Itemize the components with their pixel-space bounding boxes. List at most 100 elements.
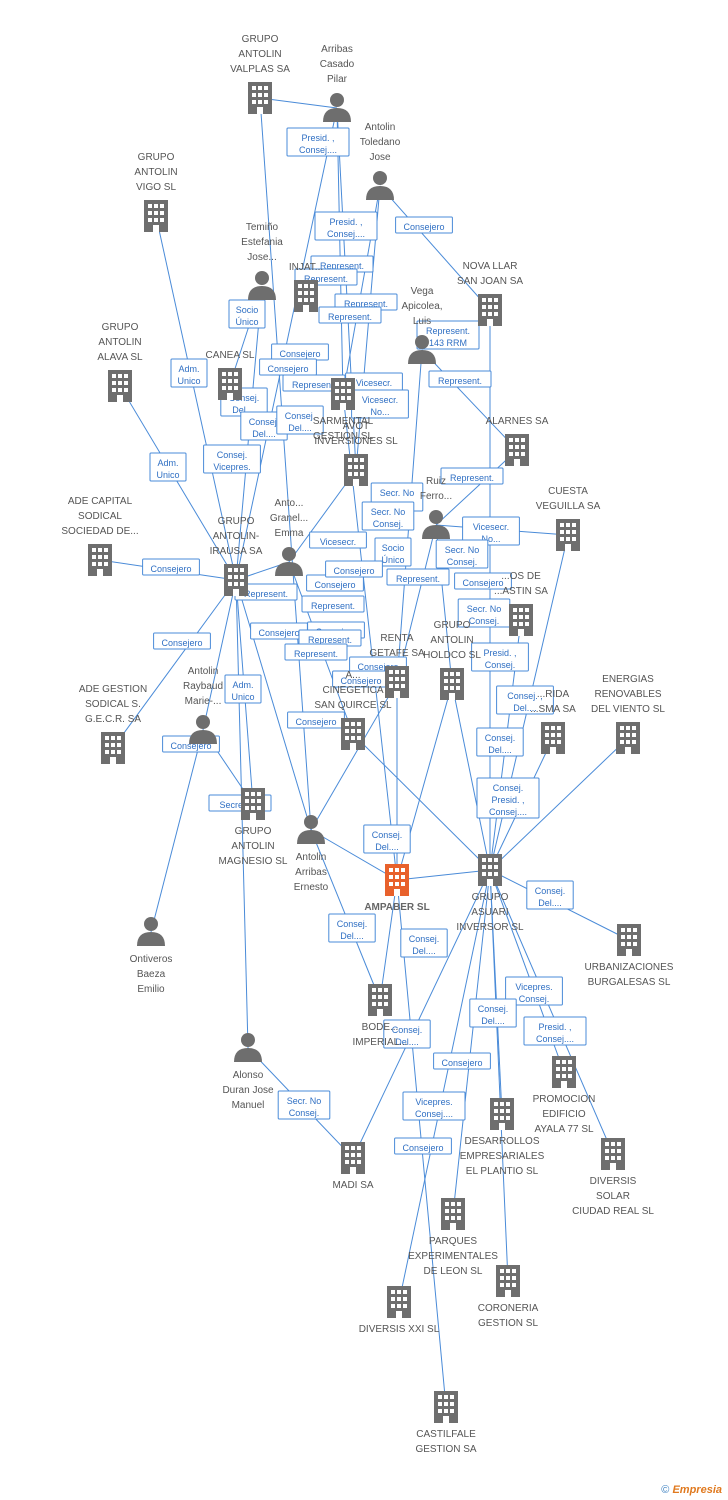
relationship-label[interactable]: Represent. (440, 467, 504, 485)
relationship-label[interactable]: Consej.Presid. ,Consej.... (476, 777, 540, 819)
relationship-label[interactable]: Consej.Del.... (476, 727, 524, 757)
person-node[interactable]: Anto...Granel...Emma (270, 498, 308, 576)
person-node[interactable]: TemiñoEstefaniaJose... (241, 222, 283, 300)
relationship-label-text: Del.... (513, 703, 537, 713)
company-node[interactable]: DIVERSIS XXI SL (359, 1286, 440, 1335)
relationship-label[interactable]: Consej.Del.... (469, 998, 517, 1028)
company-node[interactable]: BODE...IMPERIAL... (352, 984, 408, 1048)
relationship-label[interactable]: Adm.Unico (224, 674, 262, 704)
relationship-label[interactable]: Vicesecr.No... (462, 516, 520, 546)
brand-logo[interactable]: Empresia (672, 1484, 722, 1496)
company-node[interactable]: CANEA SL (206, 350, 255, 400)
relationship-label[interactable]: Represent. (284, 643, 348, 661)
relationship-label[interactable]: Vicepres.Consej.... (402, 1091, 466, 1121)
node-label: Ontiveros (130, 954, 173, 965)
relationship-label[interactable]: Consej.Del.... (276, 405, 324, 435)
relationship-label[interactable]: Presid. ,Consej.... (314, 211, 378, 241)
relationship-label[interactable]: Vicesecr.No... (351, 389, 409, 419)
relationship-label[interactable]: Adm.Unico (170, 358, 208, 388)
relationship-label[interactable]: Represent. (301, 595, 365, 613)
building-icon (434, 1391, 458, 1423)
person-node[interactable]: RuizFerro... (420, 476, 452, 539)
relationship-label[interactable]: Consejero (395, 216, 453, 234)
relationship-label-text: Del.... (412, 946, 436, 956)
relationship-label[interactable]: Presid. ,Consej. (471, 642, 529, 672)
relationship-label[interactable]: Consejero (142, 558, 200, 576)
relationship-label[interactable]: Consejero (287, 711, 345, 729)
company-node[interactable]: ALARNES SA (486, 416, 549, 466)
relationship-label[interactable]: Vicepres.Consej. (505, 976, 563, 1006)
building-icon (368, 984, 392, 1016)
relationship-label[interactable]: Presid. ,Consej.... (523, 1016, 587, 1046)
relationship-label[interactable]: Represent. (334, 293, 398, 311)
relationship-label[interactable]: Represent.143 RRM (416, 320, 480, 350)
relationship-label[interactable]: Consej.Del.... (363, 824, 411, 854)
relationship-label[interactable]: Consejero (325, 560, 383, 578)
company-node[interactable]: ...RIDA...SMA SA (530, 689, 576, 754)
company-node[interactable]: MADI SA (332, 1142, 374, 1191)
relationship-label[interactable]: Consej.Vicepres. (203, 444, 261, 474)
relationship-label[interactable]: Vicesecr. (309, 531, 367, 549)
relationship-label[interactable]: Represent. (298, 629, 362, 647)
relationship-label[interactable]: Consejero (394, 1137, 452, 1155)
relationship-label[interactable]: Consej.Del.... (328, 913, 376, 943)
node-label: ANTOLIN- (213, 531, 260, 542)
relationship-label[interactable]: Represent. (310, 255, 374, 273)
relationship-label[interactable]: Consej.Del.... (526, 880, 574, 910)
relationship-edge (119, 385, 237, 581)
relationship-label[interactable]: Consejero (433, 1052, 491, 1070)
node-label: ADE CAPITAL (68, 496, 133, 507)
person-node[interactable]: AntolinRaybaudMarie-... (183, 666, 223, 744)
relationship-label[interactable]: Represent. (318, 306, 382, 324)
relationship-label[interactable]: Consej.Del.... (400, 928, 448, 958)
company-node[interactable]: INJAT... (289, 262, 323, 312)
relationship-label[interactable]: Consejero (153, 632, 211, 650)
relationship-label[interactable]: Consejero (259, 358, 317, 376)
relationship-label[interactable]: Adm.Unico (149, 452, 187, 482)
building-icon (552, 1056, 576, 1088)
relationship-label[interactable]: Consejero (454, 572, 512, 590)
relationship-label[interactable]: Consejero (271, 343, 329, 361)
company-node[interactable]: ...OS DE...ASTIN SA (494, 571, 548, 636)
relationship-label[interactable]: Represent. (386, 568, 450, 586)
relationship-label[interactable]: Consej.Del.... (383, 1019, 431, 1049)
relationship-label[interactable]: Presid. ,Consej.... (286, 127, 350, 157)
relationship-label[interactable]: Consej. ,Del.... (496, 685, 554, 715)
company-node[interactable]: AMPABER SL (364, 864, 430, 913)
relationship-label[interactable]: Represent. (428, 370, 492, 388)
